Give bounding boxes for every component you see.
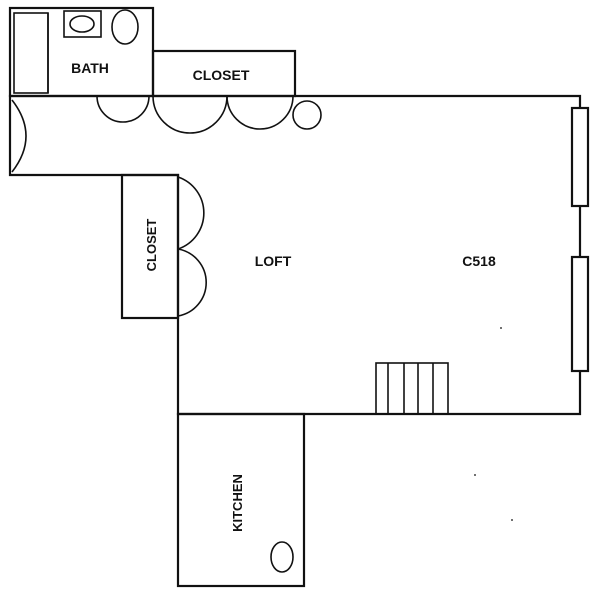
- bath-label: BATH: [71, 60, 109, 76]
- closet-top: [151, 49, 322, 134]
- bathtub-icon: [13, 12, 49, 94]
- closet-door-swing-3: [177, 176, 205, 250]
- entry-door-swing: [11, 99, 27, 173]
- closet-door-swing-1: [152, 95, 228, 134]
- closet-door-swing-2: [226, 95, 294, 130]
- window-upper: [570, 106, 590, 208]
- closet-left-label: CLOSET: [144, 219, 159, 272]
- speck: [474, 474, 476, 476]
- loft-label: LOFT: [255, 253, 292, 269]
- stairs: [375, 362, 449, 415]
- closet-left: [120, 173, 207, 320]
- water-heater-icon: [292, 100, 322, 130]
- closet-door-swing-4: [177, 248, 207, 317]
- speck: [500, 327, 502, 329]
- kitchen-label: KITCHEN: [230, 474, 245, 532]
- speck: [511, 519, 513, 521]
- toilet-icon: [111, 9, 139, 45]
- kitchen-fixture-icon: [270, 541, 294, 573]
- window-lower: [570, 255, 590, 373]
- bath-door-swing: [96, 95, 150, 123]
- unit-label: C518: [462, 253, 496, 269]
- kitchen-room: [176, 412, 306, 588]
- sink-icon: [63, 10, 102, 38]
- closet-top-label: CLOSET: [193, 67, 250, 83]
